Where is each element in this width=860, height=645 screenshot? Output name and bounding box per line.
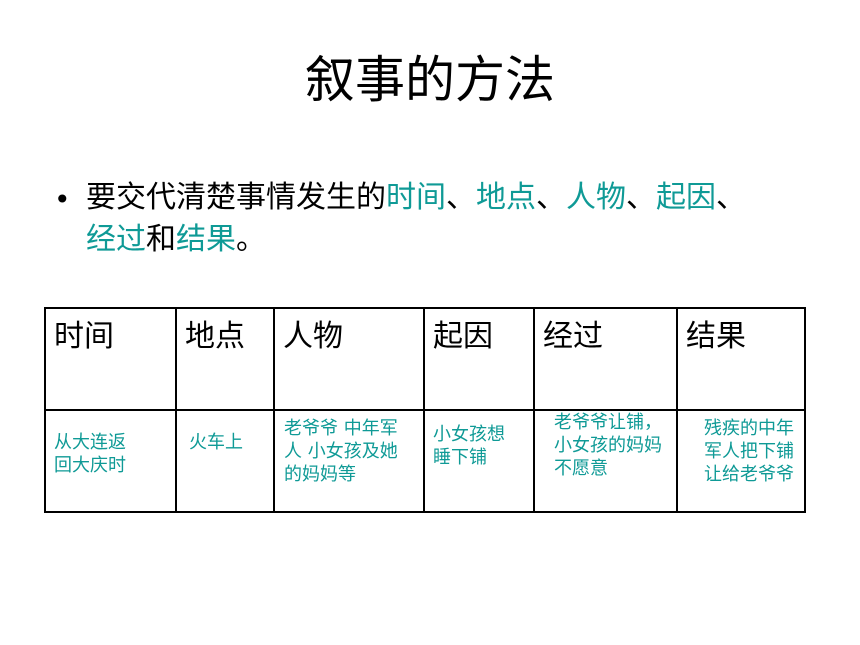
data-cell-process: 老爷爷让铺， 小女孩的妈妈 不愿意 xyxy=(533,409,678,513)
data-cell-time: 从大连返 回大庆时 xyxy=(44,409,177,513)
bullet-text-line-2: 经过和结果。 xyxy=(86,222,266,258)
header-cell-result: 结果 xyxy=(676,307,806,411)
keyword-cause: 起因 xyxy=(656,180,716,215)
header-cell-cause: 起因 xyxy=(423,307,535,411)
separator: 、 xyxy=(536,180,566,215)
period: 。 xyxy=(236,222,266,257)
separator: 、 xyxy=(716,180,746,215)
cell-text: 火车上 xyxy=(189,432,243,453)
bullet-text-intro: 要交代清楚事情发生的 xyxy=(86,180,386,215)
header-cell-time: 时间 xyxy=(44,307,177,411)
cell-text: 老爷爷让铺， 小女孩的妈妈 不愿意 xyxy=(554,412,662,479)
table-header-row: 时间 地点 人物 起因 经过 结果 xyxy=(44,307,806,411)
cell-text: 老爷爷 中年军 人 小女孩及她 的妈妈等 xyxy=(284,418,398,485)
keyword-characters: 人物 xyxy=(566,180,626,215)
narrative-elements-table: 时间 地点 人物 起因 经过 结果 从大连返 回大庆时 火车上 老爷爷 中年军 … xyxy=(44,307,806,513)
separator: 、 xyxy=(446,180,476,215)
conjunction: 和 xyxy=(146,222,176,257)
bullet-dot: • xyxy=(54,183,71,216)
keyword-result: 结果 xyxy=(176,222,236,257)
keyword-place: 地点 xyxy=(476,180,536,215)
data-cell-characters: 老爷爷 中年军 人 小女孩及她 的妈妈等 xyxy=(273,409,425,513)
header-cell-characters: 人物 xyxy=(273,307,425,411)
cell-text: 小女孩想 睡下铺 xyxy=(433,424,505,468)
cell-text: 从大连返 回大庆时 xyxy=(54,432,126,476)
data-cell-cause: 小女孩想 睡下铺 xyxy=(423,409,535,513)
data-cell-place: 火车上 xyxy=(175,409,275,513)
page-title: 叙事的方法 xyxy=(305,51,555,109)
separator: 、 xyxy=(626,180,656,215)
cell-text: 残疾的中年 军人把下铺 让给老爷爷 xyxy=(704,418,794,485)
header-cell-process: 经过 xyxy=(533,307,678,411)
bullet-text-line-1: 要交代清楚事情发生的时间、地点、人物、起因、 xyxy=(86,180,746,216)
keyword-time: 时间 xyxy=(386,180,446,215)
table-data-row: 从大连返 回大庆时 火车上 老爷爷 中年军 人 小女孩及她 的妈妈等 小女孩想 … xyxy=(44,409,806,513)
header-cell-place: 地点 xyxy=(175,307,275,411)
keyword-process: 经过 xyxy=(86,222,146,257)
data-cell-result: 残疾的中年 军人把下铺 让给老爷爷 xyxy=(676,409,806,513)
